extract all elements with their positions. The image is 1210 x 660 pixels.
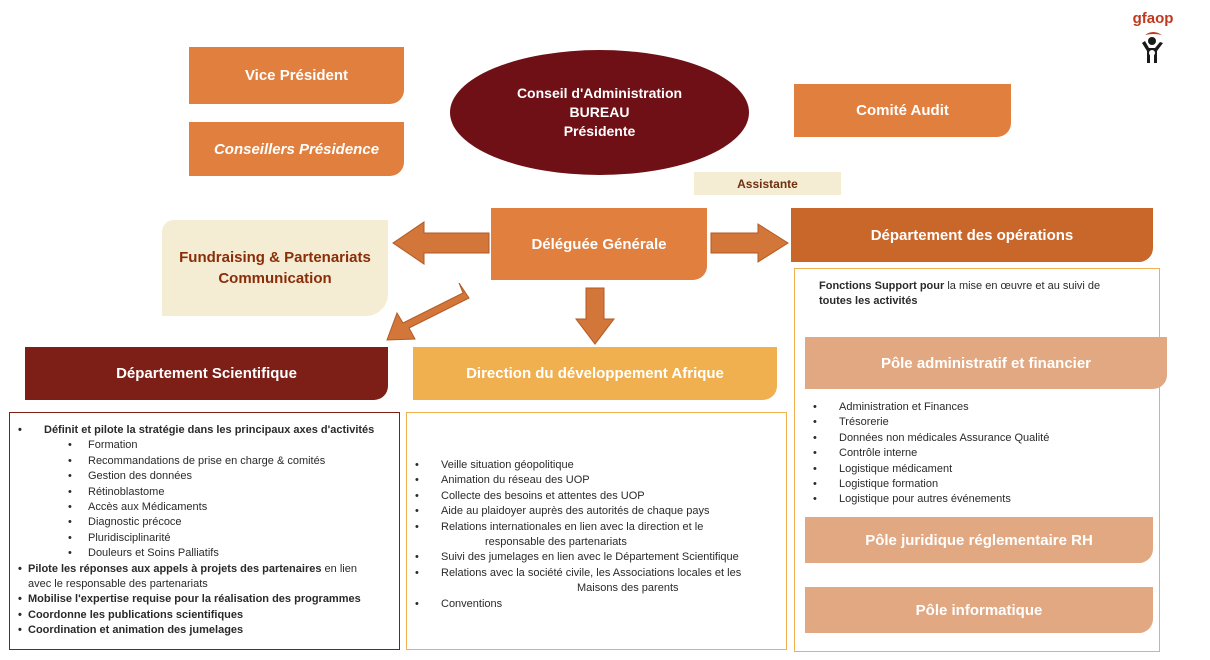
- assistante-box: Assistante: [694, 172, 841, 195]
- scientifique-list: Définit et pilote la stratégie dans les …: [10, 423, 399, 639]
- list-item: Mobilise l'expertise requise pour la réa…: [10, 592, 399, 608]
- list-item: Trésorerie: [805, 415, 1145, 431]
- list-item: Données non médicales Assurance Qualité: [805, 431, 1145, 447]
- arrow-to-fundraising-icon: [392, 221, 490, 265]
- conseillers-presidence-box: Conseillers Présidence: [189, 122, 404, 176]
- list-item: Pluridisciplinarité: [10, 531, 399, 547]
- list-item-continuation: avec le responsable des partenariats: [28, 578, 208, 591]
- direction-afrique-panel: Veille situation géopolitique Animation …: [406, 412, 787, 650]
- conseil-line3: Présidente: [563, 123, 636, 139]
- list-item: Animation du réseau des UOP: [407, 473, 786, 489]
- pole-juridique-header: Pôle juridique réglementaire RH: [805, 517, 1153, 563]
- operations-intro: Fonctions Support pour la mise en œuvre …: [819, 279, 1149, 309]
- admin-list: Administration et Finances Trésorerie Do…: [805, 400, 1145, 508]
- conseil-line2: BUREAU: [569, 104, 630, 120]
- list-item: Suivi des jumelages en lien avec le Dépa…: [407, 550, 786, 566]
- fundraising-line1: Fundraising & Partenariats: [179, 249, 371, 266]
- item2-rest: en lien: [321, 562, 357, 575]
- list-item: Conventions: [407, 597, 786, 613]
- departement-operations-panel: Fonctions Support pour la mise en œuvre …: [794, 268, 1167, 652]
- item2-bold: Pilote les réponses aux appels à projets…: [28, 562, 322, 575]
- arrow-to-operations-icon: [710, 223, 789, 263]
- list-item: Administration et Finances: [805, 400, 1145, 416]
- conseil-administration-ellipse: Conseil d'Administration BUREAU Présiden…: [450, 50, 749, 175]
- pole-informatique-header: Pôle informatique: [805, 587, 1153, 633]
- list-item: Rétinoblastome: [10, 485, 399, 501]
- list-item: Diagnostic précoce: [10, 515, 399, 531]
- list-item: Recommandations de prise en charge & com…: [10, 454, 399, 470]
- list-item: Logistique médicament: [805, 462, 1145, 478]
- list-item: Relations internationales en lien avec l…: [407, 520, 786, 536]
- departement-scientifique-header: Département Scientifique: [25, 347, 388, 400]
- departement-operations-header: Département des opérations: [791, 208, 1153, 262]
- arrow-to-afrique-icon: [574, 287, 616, 345]
- fundraising-box: Fundraising & Partenariats Communication: [162, 220, 388, 316]
- vice-president-box: Vice Président: [189, 47, 404, 104]
- intro-rest: la mise en œuvre et au suivi de: [944, 280, 1101, 292]
- direction-afrique-header: Direction du développement Afrique: [413, 347, 777, 400]
- list-item-continuation: responsable des partenariats: [485, 536, 627, 549]
- intro-line2: toutes les activités: [819, 295, 918, 307]
- afrique-list: Veille situation géopolitique Animation …: [407, 458, 786, 612]
- list-item: Veille situation géopolitique: [407, 458, 786, 474]
- comite-audit-box: Comité Audit: [794, 84, 1011, 137]
- conseil-line1: Conseil d'Administration: [516, 85, 683, 101]
- list-item: Gestion des données: [10, 469, 399, 485]
- list-item: Coordination et animation des jumelages: [10, 623, 399, 639]
- list-item: Relations avec la société civile, les As…: [407, 566, 786, 582]
- logo: gfaop: [1128, 10, 1178, 88]
- fundraising-line2: Communication: [218, 270, 332, 287]
- logo-text: gfaop: [1132, 10, 1174, 27]
- list-item: Coordonne les publications scientifiques: [10, 608, 399, 624]
- intro-bold: Fonctions Support pour: [819, 280, 945, 292]
- arrow-to-scientifique-icon: [386, 282, 470, 341]
- departement-scientifique-panel: Définit et pilote la stratégie dans les …: [9, 412, 400, 650]
- list-item: Pilote les réponses aux appels à projets…: [10, 562, 399, 578]
- list-item: Aide au plaidoyer auprès des autorités d…: [407, 504, 786, 520]
- list-item: Contrôle interne: [805, 446, 1145, 462]
- list-item: Collecte des besoins et attentes des UOP: [407, 489, 786, 505]
- list-item: Logistique pour autres événements: [805, 492, 1145, 508]
- list-item: Douleurs et Soins Palliatifs: [10, 546, 399, 562]
- list-item: Accès aux Médicaments: [10, 500, 399, 516]
- logo-figure-icon: [1142, 32, 1163, 63]
- list-item: Définit et pilote la stratégie dans les …: [10, 423, 399, 439]
- deleguee-generale-box: Déléguée Générale: [491, 208, 707, 280]
- pole-administratif-header: Pôle administratif et financier: [805, 337, 1167, 389]
- list-item: Formation: [10, 438, 399, 454]
- list-item-continuation: Maisons des parents: [577, 582, 679, 595]
- list-item: Logistique formation: [805, 477, 1145, 493]
